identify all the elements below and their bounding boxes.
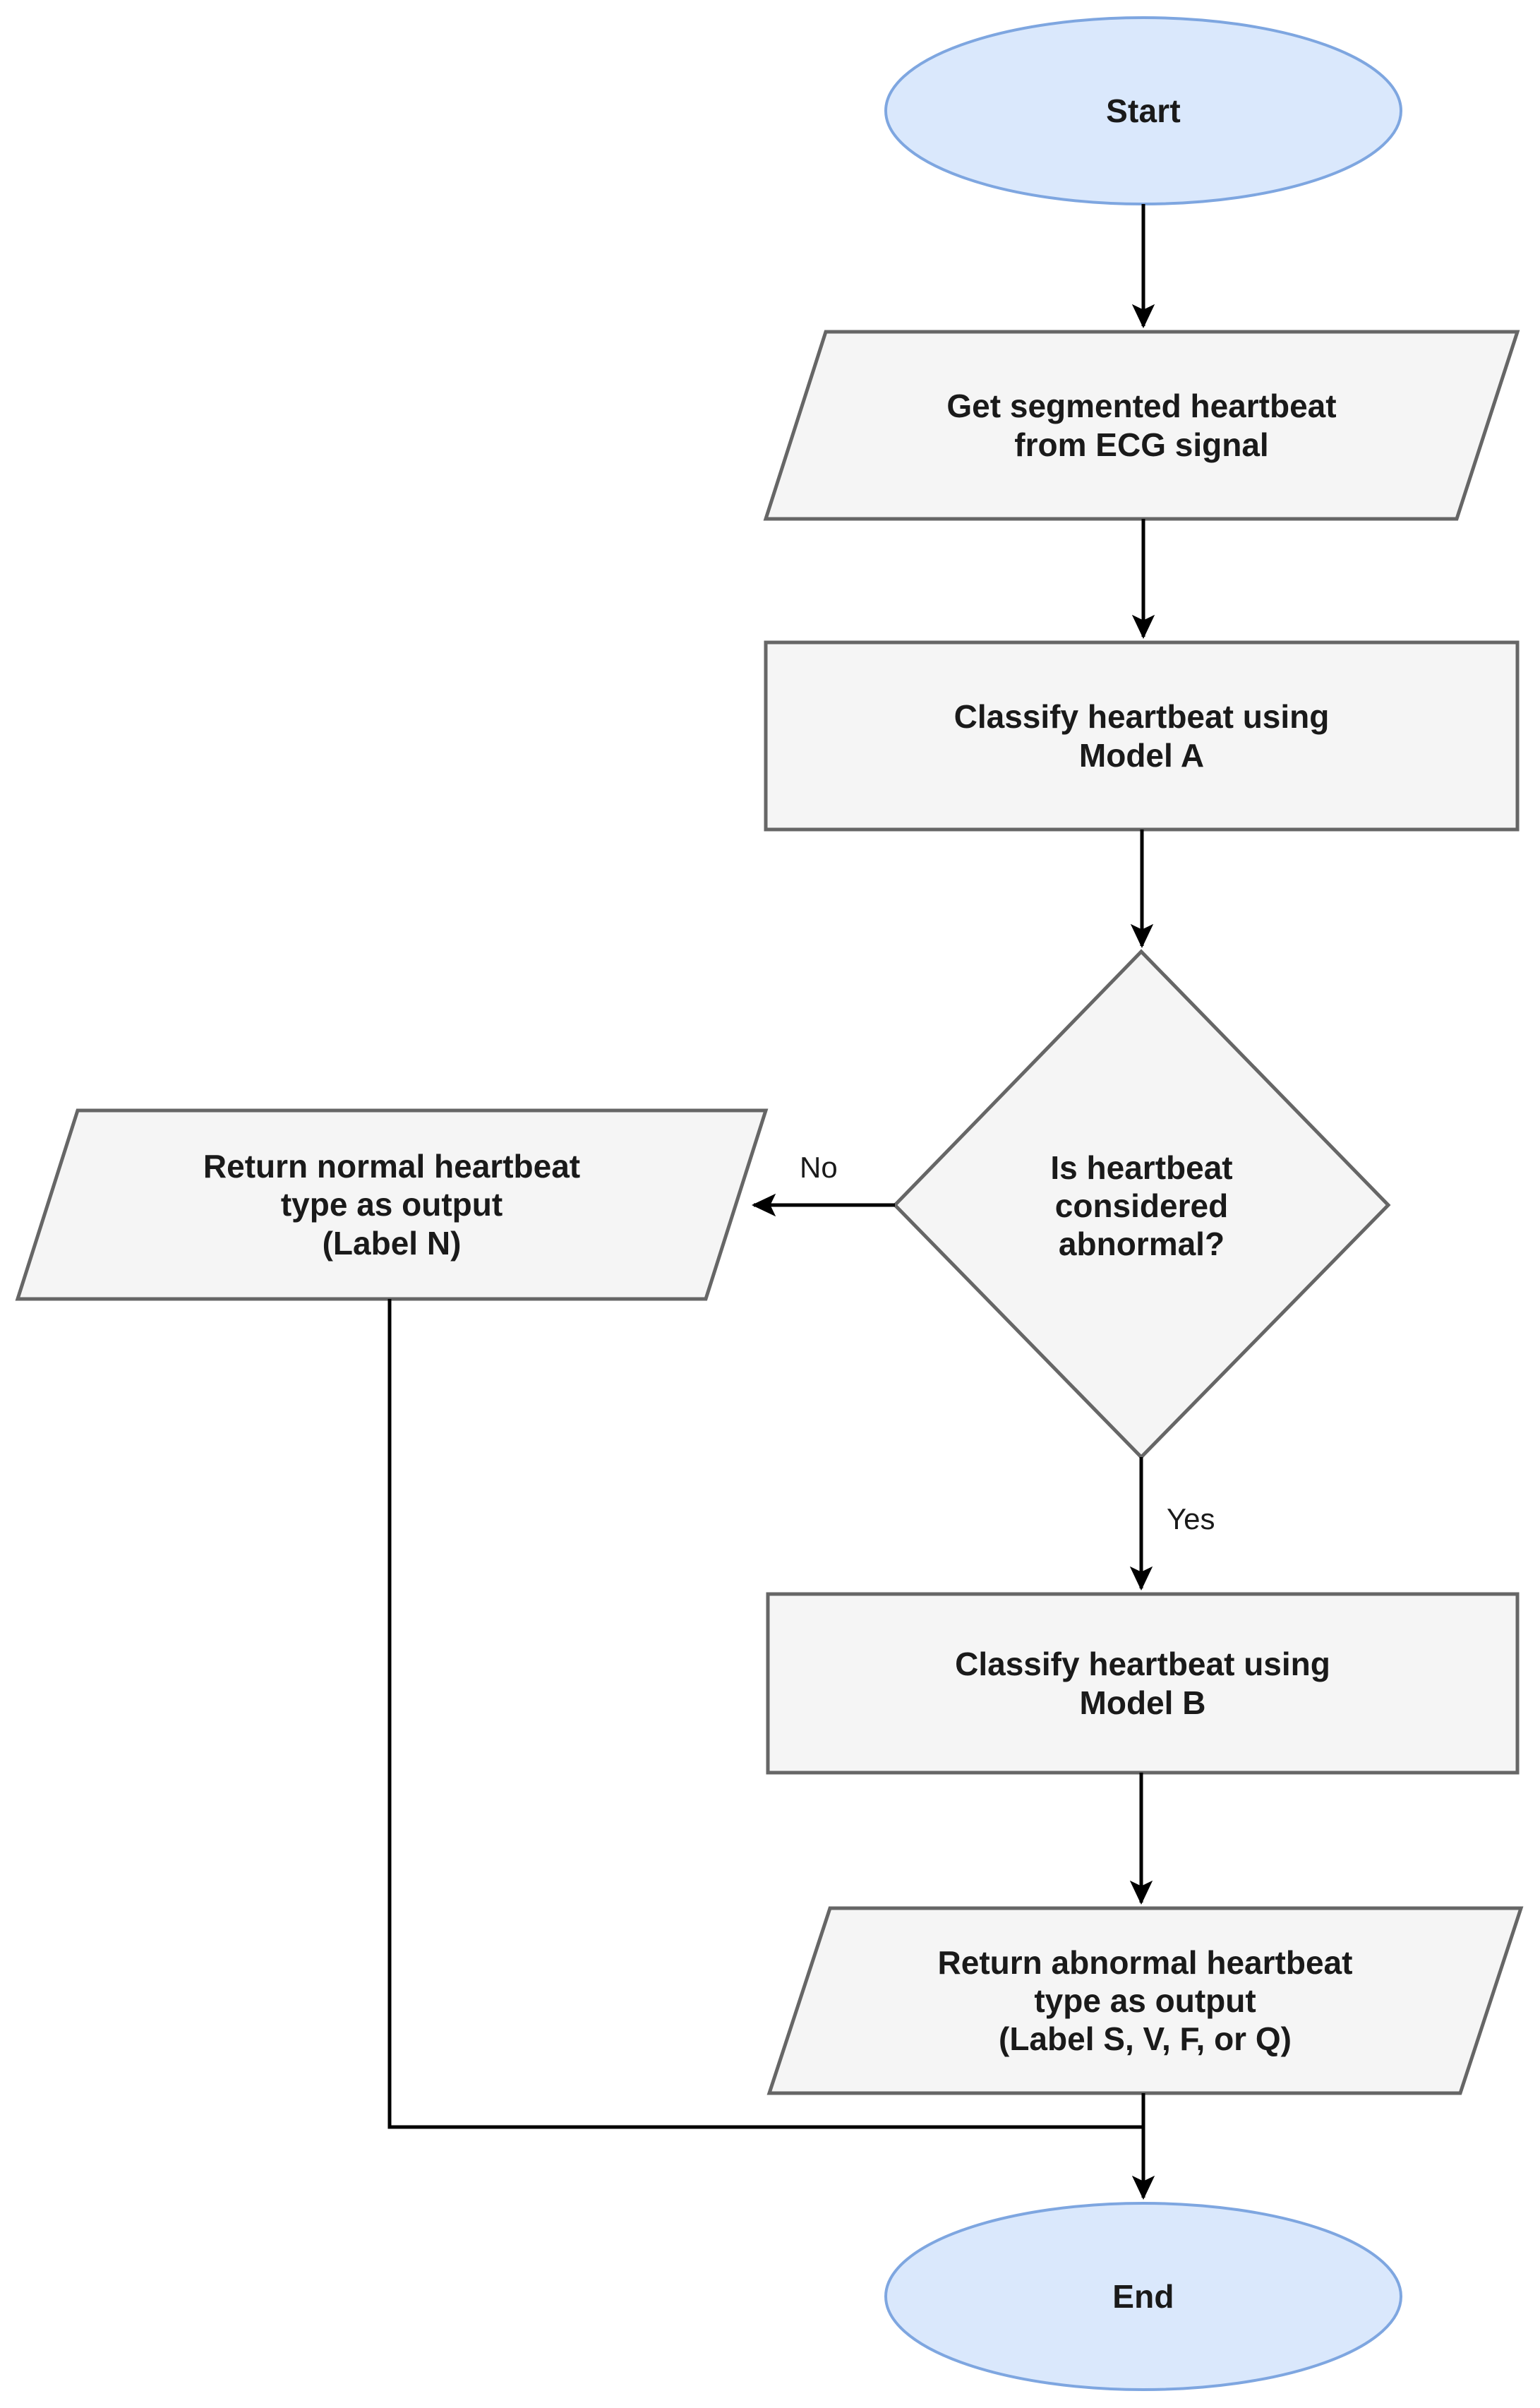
node-abnormal-out-shape[interactable]	[766, 1906, 1524, 2095]
node-model-b-shape[interactable]	[766, 1592, 1520, 1775]
node-model-a-shape[interactable]	[764, 640, 1520, 832]
edge-normal-out-to-end	[387, 1299, 1143, 2129]
node-normal-out-shape[interactable]	[15, 1108, 769, 1301]
node-start-shape[interactable]	[884, 16, 1402, 205]
node-get-beat-shape[interactable]	[763, 330, 1520, 521]
node-decision-shape[interactable]	[892, 949, 1391, 1460]
node-end-shape[interactable]	[884, 2202, 1402, 2391]
